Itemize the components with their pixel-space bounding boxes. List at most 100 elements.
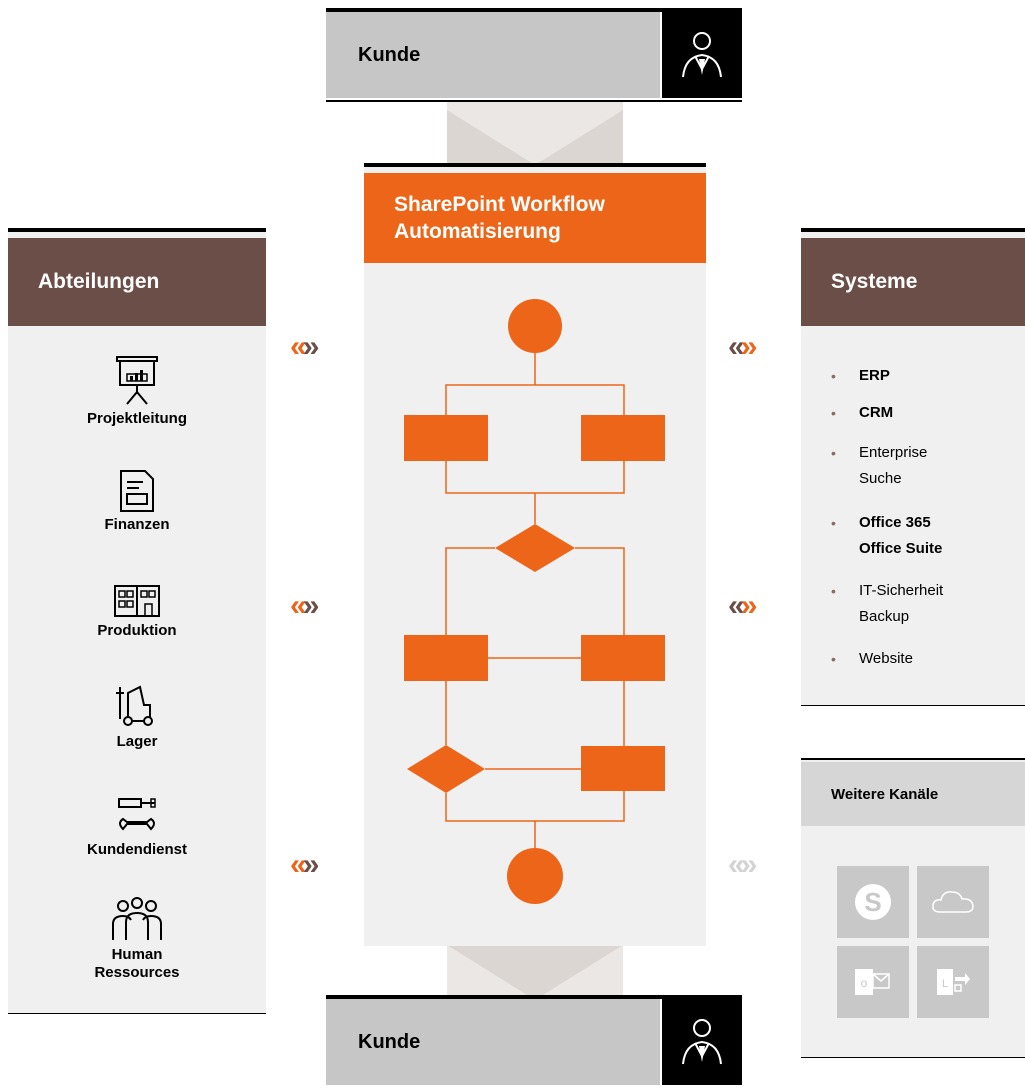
system-label: ERP — [859, 367, 890, 384]
presentation-board-icon — [116, 356, 158, 405]
departments-title: Abteilungen — [38, 270, 160, 293]
department-label: Projektleitung — [86, 410, 187, 427]
system-label: Website — [859, 650, 913, 667]
businessman-icon — [682, 1019, 722, 1065]
decision-node — [407, 745, 485, 793]
process-step — [581, 415, 665, 461]
outlook-icon: o — [855, 969, 890, 995]
flow-connectors — [445, 353, 625, 848]
bullet-icon: • — [831, 405, 836, 421]
channels-header: Weitere Kanäle — [801, 762, 1025, 826]
connector-arrows-right-1: «» — [728, 330, 758, 363]
divider — [8, 228, 266, 232]
chevron-right-icon: » — [740, 589, 758, 622]
channels-panel: Weitere Kanäle S o L — [801, 758, 1025, 1058]
divider — [8, 1013, 266, 1014]
outlook-tile: o — [837, 946, 909, 1018]
departments-panel: Abteilungen Projektleitung Finanzen — [8, 228, 266, 1014]
system-label: IT-Sicherheit — [859, 582, 944, 599]
chevron-left-icon: « — [728, 848, 745, 881]
divider — [801, 228, 1025, 232]
connector-arrows-left-2: «» — [290, 589, 320, 622]
process-step — [581, 746, 665, 791]
svg-text:S: S — [864, 887, 881, 917]
customer-label: Kunde — [358, 1030, 421, 1053]
system-label-block: Office 365 Office Suite — [859, 510, 1025, 562]
lync-tile: L — [917, 946, 989, 1018]
customer-label: Kunde — [358, 43, 421, 66]
system-label-line2: Office Suite — [859, 540, 943, 557]
cloud-tile — [917, 866, 989, 938]
department-item-kundendienst: Kundendienst — [8, 793, 266, 859]
bullet-icon: • — [831, 515, 836, 531]
chevron-right-icon: » — [740, 330, 758, 363]
businessman-icon — [682, 32, 722, 78]
department-label: Lager — [116, 733, 158, 750]
department-label: Produktion — [97, 622, 177, 639]
divider — [801, 758, 1025, 760]
skype-icon: S — [855, 884, 891, 920]
workflow-header: SharePoint Workflow Automatisierung — [364, 173, 706, 263]
divider — [326, 100, 742, 102]
workflow-diagram — [404, 299, 665, 904]
end-node — [507, 848, 563, 904]
divider — [326, 8, 742, 12]
department-item-projektleitung: Projektleitung — [8, 354, 266, 428]
system-label: Enterprise — [859, 444, 928, 461]
decision-node — [495, 524, 575, 572]
system-label-line2: Backup — [859, 608, 910, 625]
factory-building-icon — [114, 585, 160, 617]
bullet-icon: • — [831, 368, 836, 384]
connector-arrows-left-1: «» — [290, 330, 320, 363]
customer-bar-top: Kunde — [326, 8, 742, 102]
bullet-icon: • — [831, 583, 836, 599]
workflow-panel: SharePoint Workflow Automatisierung — [364, 163, 706, 946]
people-group-icon — [112, 897, 162, 940]
cloud-icon — [932, 891, 974, 913]
departments-header: Abteilungen — [8, 238, 266, 326]
flow-shapes — [404, 299, 665, 904]
systems-header: Systeme — [801, 238, 1025, 326]
divider — [801, 1057, 1025, 1058]
workflow-title-line2: Automatisierung — [394, 220, 561, 243]
chevron-right-icon: » — [740, 848, 758, 881]
chevron-left-icon: « — [290, 330, 307, 363]
chevron-right-icon: » — [302, 330, 320, 363]
workflow-title-line1: SharePoint Workflow — [394, 193, 605, 216]
tools-icon — [118, 798, 156, 831]
connector-arrows-left-3: «» — [290, 850, 319, 880]
process-step — [404, 635, 488, 681]
department-item-lager: Lager — [8, 683, 266, 751]
start-node — [508, 299, 562, 353]
department-item-produktion: Produktion — [8, 580, 266, 640]
system-label: CRM — [859, 404, 894, 421]
systems-panel: Systeme • ERP • CRM • Enterprise Suche •… — [801, 228, 1025, 706]
chevron-right-icon: » — [302, 589, 320, 622]
department-label-line2: Ressources — [94, 964, 180, 981]
process-step — [404, 415, 488, 461]
department-item-finanzen: Finanzen — [8, 468, 266, 534]
bullet-icon: • — [831, 651, 836, 667]
systems-title: Systeme — [831, 270, 918, 293]
department-label: Kundendienst — [87, 841, 187, 858]
chevron-left-icon: « — [290, 589, 307, 622]
connector-arrows-right-2: «» — [728, 589, 758, 622]
department-label: Finanzen — [104, 516, 170, 533]
divider — [326, 995, 742, 999]
customer-label-box: Kunde — [326, 12, 660, 98]
system-label-block: IT-Sicherheit Backup — [859, 578, 1025, 630]
document-icon — [120, 470, 154, 512]
customer-label-box: Kunde — [326, 999, 660, 1085]
channels-title: Weitere Kanäle — [831, 785, 939, 803]
department-item-human-ressources: Human Ressources — [8, 896, 266, 982]
svg-text:o: o — [861, 976, 868, 990]
system-label-line2: Suche — [859, 470, 902, 487]
connector-arrows-right-3: «» — [728, 848, 758, 881]
chevron-left-icon: « — [728, 330, 745, 363]
customer-bar-bottom: Kunde — [326, 995, 742, 1085]
forklift-icon — [116, 685, 153, 726]
department-label: Human — [111, 946, 163, 963]
divider — [364, 163, 706, 167]
skype-tile: S — [837, 866, 909, 938]
lync-icon: L — [937, 969, 970, 995]
